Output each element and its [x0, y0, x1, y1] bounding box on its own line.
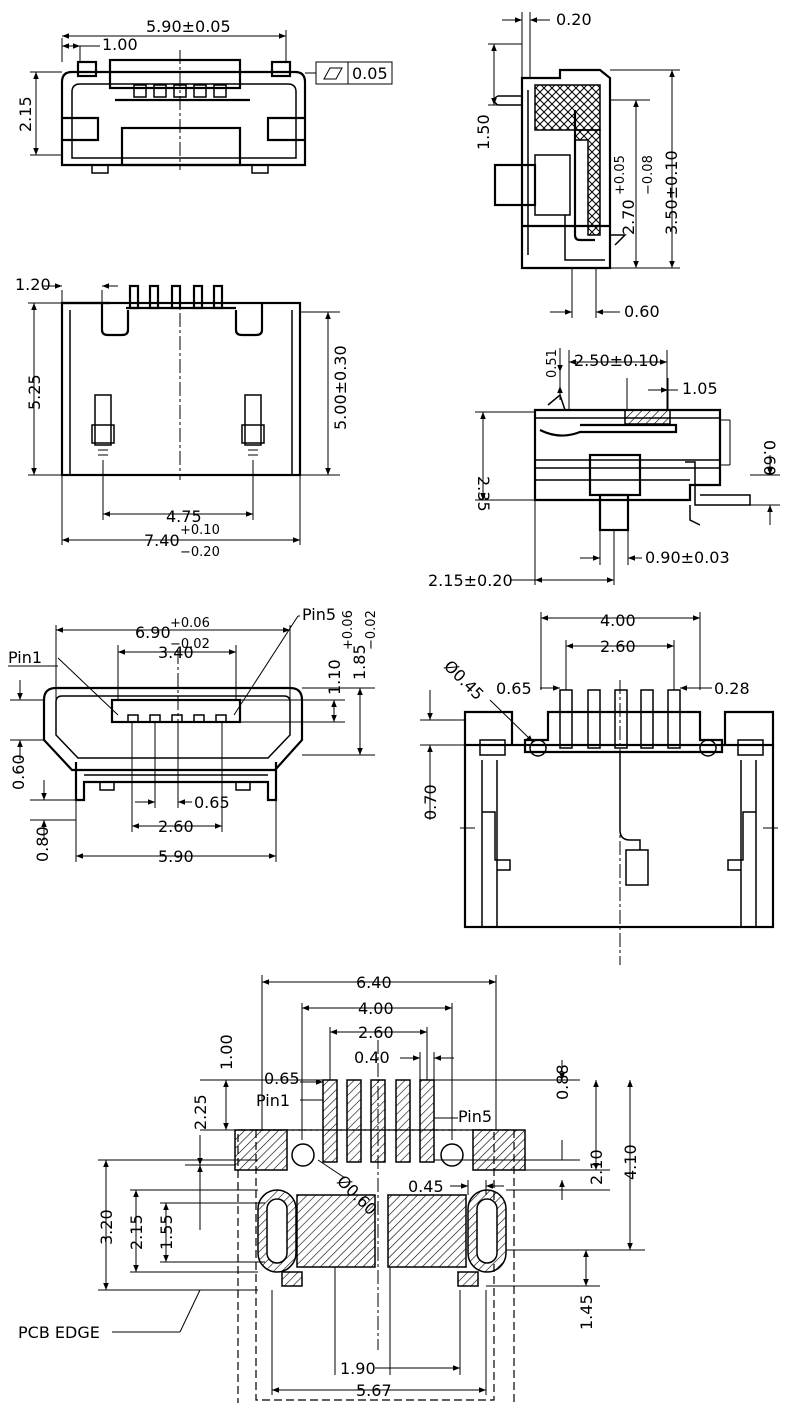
dim-width-front: 5.90	[158, 847, 194, 866]
dim-peg-pos: 2.15±0.20	[428, 571, 513, 590]
view-top-front: 5.90±0.05 1.00 2.15 0.05	[16, 17, 393, 174]
dim-pad-outer: 4.00	[358, 999, 394, 1018]
dim-flatness: 0.05	[352, 64, 388, 83]
dim-latch: 1.05	[682, 379, 718, 398]
dim-thickness: 0.20	[556, 10, 592, 29]
view-top: 4.00 2.60 Ø0.45 0.65 0.28 0.70	[420, 611, 778, 965]
dim-body-h: 2.70	[619, 199, 638, 235]
dim-h-215: 2.15	[127, 1214, 146, 1250]
dim-width-plus: +0.10	[180, 523, 220, 538]
label-pcb-pin1: Pin1	[256, 1091, 290, 1110]
dim-outer-w: 6.40	[356, 973, 392, 992]
dim-left-offset: 1.00	[102, 35, 138, 54]
label-pcb-edge: PCB EDGE	[18, 1323, 100, 1342]
view-bottom: 1.20 5.25 5.00±0.30 4.75 7.40 +0.10 −0.2…	[15, 275, 350, 560]
dim-pad-w: 0.40	[354, 1048, 390, 1067]
dim-span-front: 2.60	[158, 817, 194, 836]
dim-width-minus: −0.20	[180, 545, 220, 560]
dim-r-410: 4.10	[621, 1144, 640, 1180]
dim-depth-tol: 5.00±0.30	[331, 345, 350, 430]
dim-slot-gap: 0.45	[408, 1177, 444, 1196]
dim-offset: 0.70	[421, 784, 440, 820]
dim-side-h: 0.60	[9, 754, 28, 790]
dim-h-320: 3.20	[97, 1209, 116, 1245]
dim-width-main: 7.40	[144, 531, 180, 550]
dim-peg-spacing: 4.75	[166, 507, 202, 526]
dim-depth: 5.25	[25, 374, 44, 410]
label-pin5: Pin5	[302, 605, 336, 624]
dim-height-side: 2.35	[474, 476, 493, 512]
view-front: 6.90 +0.06 −0.02 3.40 Pin1 Pin5 1.10 1.8…	[8, 605, 379, 866]
dim-pad-h: 0.88	[553, 1064, 572, 1100]
label-pcb-pin5: Pin5	[458, 1107, 492, 1126]
dim-pitch-top: 0.65	[496, 679, 532, 698]
dim-h-minus: −0.02	[364, 610, 379, 650]
dim-peg-w: 0.90±0.03	[645, 548, 730, 567]
dim-body-h-plus: +0.05	[613, 155, 628, 195]
dim-r-210: 2.10	[587, 1149, 606, 1185]
dim-opening-main: 6.90	[135, 623, 171, 642]
dim-total-w: 5.67	[356, 1381, 392, 1400]
dim-opening-plus: +0.06	[170, 616, 210, 631]
dim-body-h-minus: −0.08	[641, 155, 656, 195]
dim-pin-span: 2.60	[600, 637, 636, 656]
dim-pin-outer: 4.00	[600, 611, 636, 630]
dim-lead-height: 1.50	[474, 114, 493, 150]
label-pin1: Pin1	[8, 648, 42, 667]
dim-tongue: 3.40	[158, 643, 194, 662]
dim-overall-h: 3.50±0.10	[662, 150, 681, 235]
dim-h-main: 1.85	[350, 644, 369, 680]
dim-opening-minus: −0.02	[170, 637, 210, 652]
dim-length: 2.50±0.10	[574, 351, 659, 370]
dim-foot-h: 0.80	[33, 826, 52, 862]
dim-tongue-h: 1.10	[325, 659, 344, 695]
view-side: 0.51 2.50±0.10 1.05 2.35 0.60 0.90±0.03 …	[428, 348, 780, 590]
dim-gap: 0.51	[545, 349, 560, 378]
dim-tab-offset: 1.20	[15, 275, 51, 294]
dim-h-plus: +0.06	[341, 610, 356, 650]
dim-pin-w: 0.28	[714, 679, 750, 698]
dim-height: 2.15	[16, 96, 35, 132]
dim-hole-d: Ø0.45	[440, 656, 488, 704]
dim-center-w: 1.90	[340, 1359, 376, 1378]
dim-pitch-front: 0.65	[194, 793, 230, 812]
view-pcb-layout: 6.40 4.00 2.60 0.40 0.65 Pin1 Pin5 1.00 …	[18, 973, 645, 1403]
dim-row-off: 2.25	[191, 1094, 210, 1130]
dim-standoff: 0.60	[760, 440, 779, 476]
view-side-section: 0.20 1.50 2.70 +0.05 −0.08 3.50±0.10 0.6…	[474, 10, 681, 321]
dim-pad-len: 1.00	[217, 1034, 236, 1070]
dim-r-145: 1.45	[577, 1294, 596, 1330]
dim-pad-span: 2.60	[358, 1023, 394, 1042]
dim-shell-t: 0.60	[624, 302, 660, 321]
dim-pitch-pcb: 0.65	[264, 1069, 300, 1088]
dim-h-155: 1.55	[157, 1214, 176, 1250]
dim-width-total: 5.90±0.05	[146, 17, 231, 36]
